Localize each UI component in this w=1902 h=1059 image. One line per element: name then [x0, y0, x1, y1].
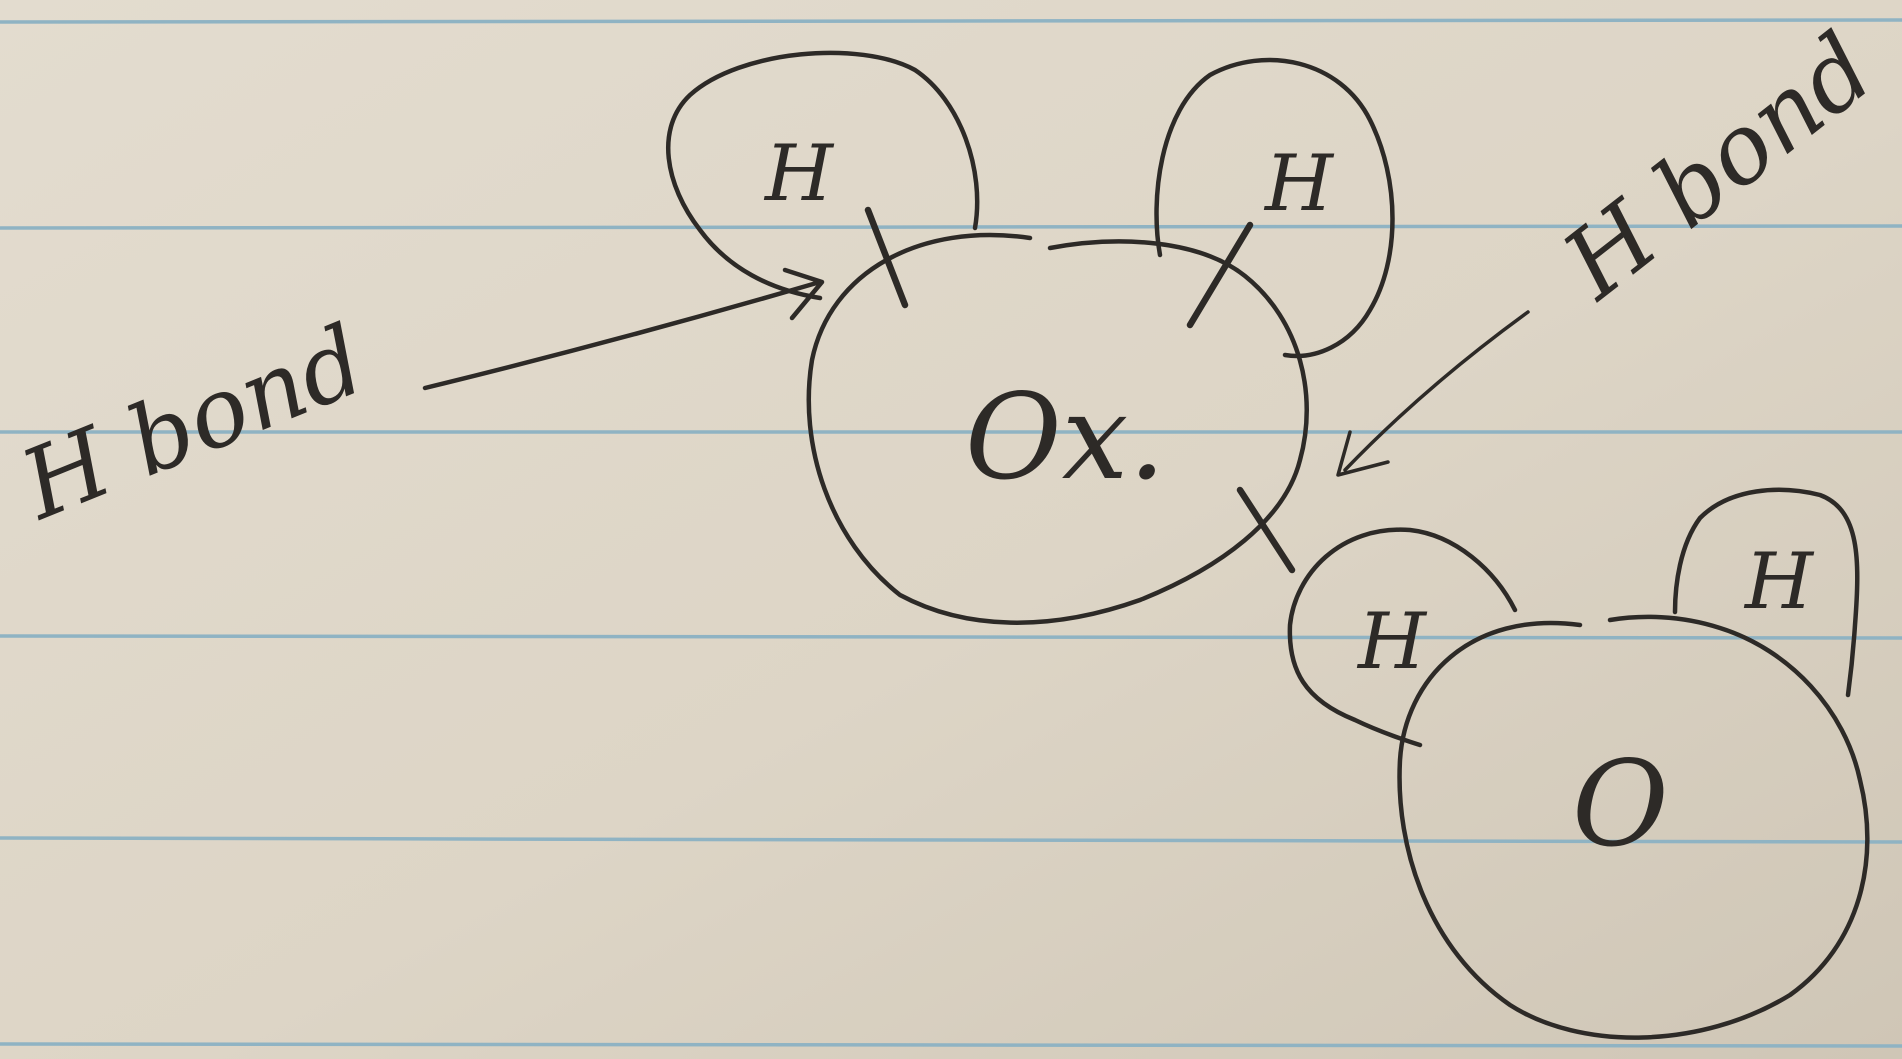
- hydrogen-top-right-label: H: [1263, 139, 1335, 229]
- rule-line: [0, 18, 1902, 25]
- covalent-bond-tick-top-right: [1186, 221, 1254, 329]
- hydrogen-orbital-second-right: [1672, 487, 1860, 698]
- oxygen-atom-circle-second: [1397, 614, 1870, 1040]
- water-molecule-second: O H H: [1287, 487, 1870, 1040]
- hydrogen-bond-tick: [1236, 486, 1296, 574]
- arrow-right-head: [1336, 430, 1390, 477]
- hydrogen-top-left-label: H: [763, 129, 835, 219]
- arrow-right-shaft: [1343, 310, 1530, 472]
- water-molecule-main: Ox. H H: [666, 50, 1395, 625]
- hydrogen-orbital-top-left: [666, 50, 980, 301]
- rule-line: [0, 836, 1902, 844]
- oxygen-main-label: Ox.: [965, 368, 1166, 506]
- hydrogen-orbital-second-left: [1287, 527, 1518, 748]
- hydrogen-second-left-label: H: [1356, 597, 1428, 687]
- arrow-left-head: [782, 267, 825, 321]
- hydrogen-orbital-top-right: [1154, 57, 1395, 359]
- rule-line: [0, 1042, 1902, 1049]
- hydrogen-second-right-label: H: [1743, 537, 1815, 627]
- oxygen-second-label: O: [1572, 735, 1669, 873]
- arrow-left-shaft: [422, 279, 823, 391]
- oxygen-atom-circle: [806, 232, 1309, 625]
- covalent-bond-tick-top-left: [864, 206, 909, 309]
